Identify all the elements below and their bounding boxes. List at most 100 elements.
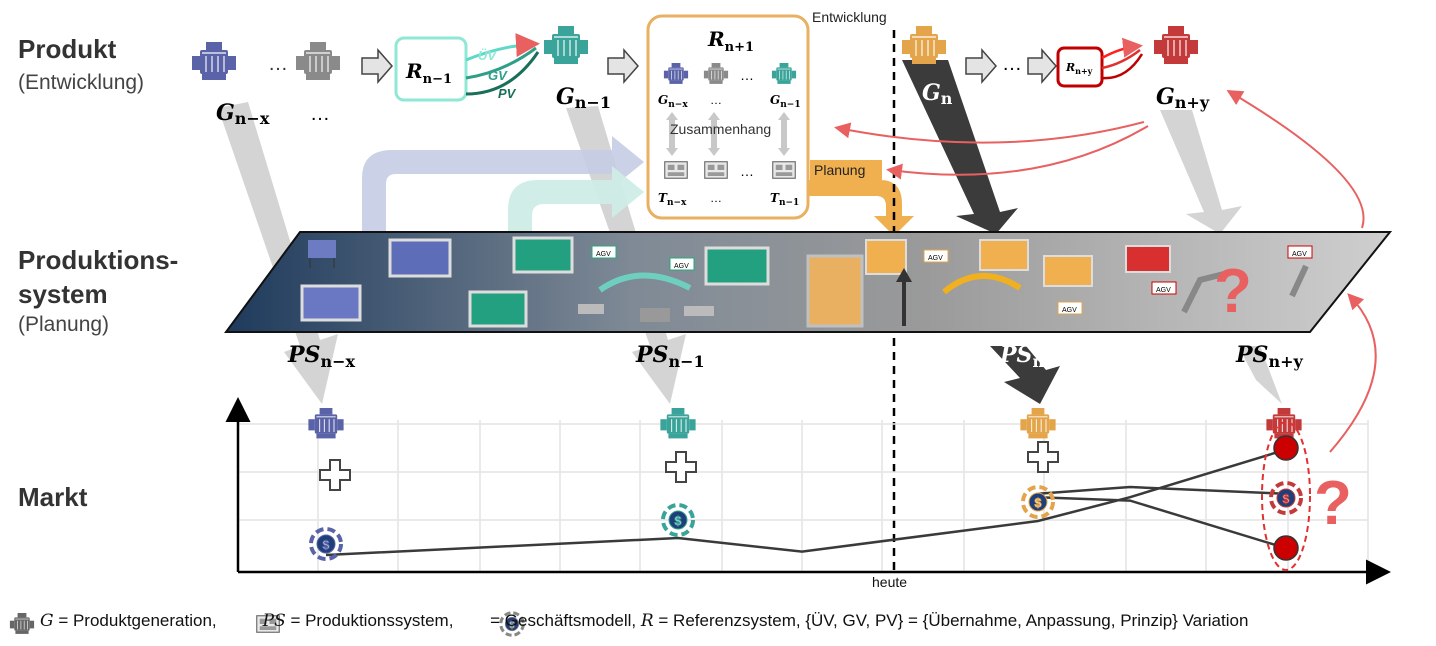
feedback-arrow-1	[834, 121, 1145, 144]
robot-arms-future	[1181, 264, 1309, 314]
box-g-label-3: Gn−1	[770, 93, 801, 110]
arrow-gv	[465, 46, 537, 80]
arrow-small-1	[361, 48, 393, 84]
double-arrows	[666, 112, 790, 156]
row-title-production-2: system	[18, 279, 108, 309]
arrow-pv	[465, 51, 540, 96]
gen-label-gn: Gn	[922, 80, 953, 108]
box-r-prev	[394, 36, 468, 102]
box-teal-1	[512, 236, 574, 274]
market-lines	[325, 448, 1287, 557]
box-orange-3	[1043, 255, 1093, 287]
box-blue-2	[300, 284, 362, 322]
label-entwicklung: Entwicklung	[812, 9, 887, 25]
legend-g-text: = Produktgeneration,	[53, 611, 217, 630]
engine-icon-gn1	[543, 25, 589, 65]
ps-label-n1: PSn−1	[635, 342, 705, 371]
svg-text:AGV: AGV	[928, 255, 943, 262]
today-arrow-platform	[896, 268, 912, 326]
ellipsis-2: …	[1002, 53, 1022, 75]
ps-label-ny: PSn+y	[1235, 342, 1303, 371]
box-orange-1	[865, 239, 907, 275]
box-orange-2	[979, 239, 1029, 271]
row-title-market: Markt	[18, 482, 88, 512]
ps-label-n: PSn	[999, 342, 1044, 371]
agv-badge-2: AGV	[669, 257, 695, 271]
question-mark-platform: ?	[1214, 257, 1252, 326]
gear-icon-business-3	[1021, 485, 1055, 519]
arrow-dark-gn	[902, 60, 1060, 404]
engine-icon-g-dots	[295, 41, 341, 81]
station-icon-2	[578, 304, 714, 322]
label-uv: ÜV	[478, 48, 497, 63]
row-title-production-1: Produktions-	[18, 245, 179, 275]
arrow-small-4	[1027, 48, 1057, 84]
future-dot-low	[1273, 535, 1299, 561]
station-icon-small-1	[664, 161, 688, 179]
arrow-red-3	[1101, 53, 1144, 80]
r-prev-label: Rn−1	[405, 59, 452, 87]
gen-label-gnx: Gn−x	[216, 100, 270, 128]
r-next-label: Rn+1	[707, 27, 754, 55]
legend-r-symbol: R	[640, 611, 654, 631]
station-icon-1	[308, 240, 336, 268]
gen-label-gn1: Gn−1	[556, 84, 611, 112]
box-teal-2	[468, 290, 528, 328]
plus-icon-3	[1027, 441, 1059, 473]
arrow-red-2	[1101, 49, 1141, 70]
box-blue-1	[388, 238, 452, 278]
label-planung: Planung	[814, 162, 865, 178]
engine-icon-gn	[901, 25, 947, 65]
legend-ps-symbol: PS	[262, 611, 286, 631]
row-subtitle-production: (Planung)	[18, 313, 110, 336]
ps-label-nx: PSn−x	[287, 342, 355, 371]
future-ellipse	[1261, 421, 1311, 571]
box-g-label-2: …	[710, 93, 722, 107]
legend-g-symbol: G	[40, 611, 54, 631]
gen-label-gny: Gn+y	[1156, 84, 1210, 112]
svg-text:AGV: AGV	[1292, 251, 1307, 258]
future-dot-high	[1273, 435, 1299, 461]
label-zusammenhang: Zusammenhang	[670, 121, 771, 137]
label-pv: PV	[498, 86, 517, 101]
agv-badge-1: AGV	[591, 245, 617, 259]
arrow-small-2	[607, 48, 639, 84]
market-line-low	[1037, 495, 1287, 550]
ellipsis-1: …	[268, 53, 288, 75]
plus-icon-2	[665, 451, 697, 483]
box-red-1	[1125, 245, 1171, 273]
svg-text:AGV: AGV	[674, 263, 689, 270]
question-mark-market: ?	[1314, 469, 1352, 538]
planung-box	[810, 160, 882, 180]
arrow-red-1	[1101, 37, 1143, 60]
agv-badge-6: AGV	[1287, 245, 1313, 259]
svg-text:AGV: AGV	[1156, 287, 1171, 294]
engine-icon-gny	[1153, 25, 1199, 65]
engine-icon-market-3	[1019, 407, 1057, 439]
label-gv: GV	[488, 68, 508, 83]
box-t-label-3: Tn−1	[770, 191, 799, 208]
engine-icon-market-1	[307, 407, 345, 439]
box-r-next	[646, 14, 810, 220]
box-teal-3	[704, 246, 770, 286]
r-future-label: Rn+y	[1065, 61, 1093, 76]
station-icon-small-3	[772, 161, 796, 179]
arrow-orange-planung	[808, 180, 914, 236]
arrow-gray-gny	[1160, 110, 1282, 404]
arrow-teal-curve	[508, 166, 644, 240]
ellipsis-box-t: …	[740, 163, 754, 179]
agv-badge-4: AGV	[1057, 301, 1083, 315]
legend: G = Produktgeneration,PS = Produktionssy…	[8, 611, 1248, 631]
legend-bm-text: = Geschäftsmodell,	[485, 611, 641, 630]
feedback-arrow-4	[1329, 293, 1377, 453]
market-line-mid	[1037, 485, 1287, 496]
plus-icon-1	[319, 459, 351, 491]
market-line-base	[325, 448, 1287, 557]
ellipsis-box-g: …	[740, 67, 754, 83]
svg-text:AGV: AGV	[1062, 307, 1077, 314]
legend-r-text: = Referenzsystem, {ÜV, GV, PV} = {Überna…	[653, 611, 1249, 630]
row-subtitle-product: (Entwicklung)	[18, 71, 145, 94]
robot-arc-yellow	[942, 273, 1022, 295]
station-icon-small-2	[704, 161, 728, 179]
